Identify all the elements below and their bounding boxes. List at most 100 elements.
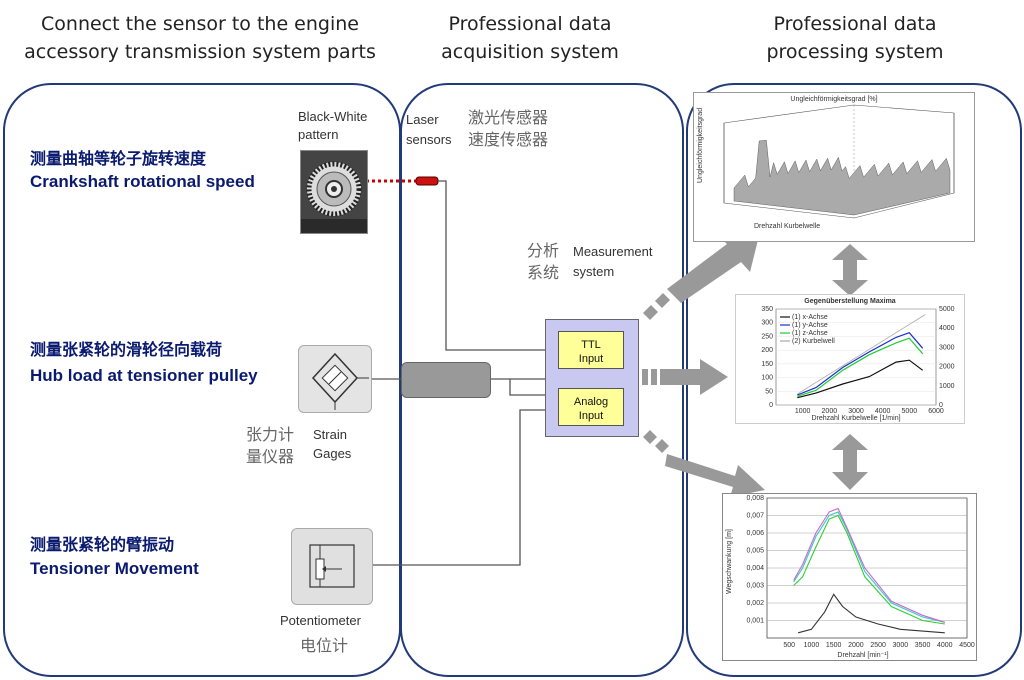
- chart3-xtick: 3000: [893, 642, 909, 649]
- potentiometer-icon: [291, 528, 373, 605]
- potentiometer-en-label: Potentiometer: [280, 613, 361, 628]
- chart2-series-line: [797, 337, 924, 397]
- frequency-chart-svg: 0,0010,0020,0030,0040,0050,0060,0070,008…: [726, 495, 975, 659]
- chart2-ytick: 300: [761, 320, 773, 327]
- laser-en-label: Laser sensors: [406, 110, 452, 150]
- chart2-legend-label: (1) y-Achse: [792, 322, 828, 329]
- chart2-xtick: 3000: [848, 408, 864, 415]
- strain-cn-line1: 张力计: [246, 425, 295, 444]
- analog-line2: Input: [578, 410, 604, 422]
- chart1-ylabel: Ungleichförmigkeitsgrad: [697, 108, 704, 183]
- maxima-chart-svg: Gegenüberstellung Maxima 050100150200250…: [761, 298, 955, 422]
- chart2-y2tick: 3000: [939, 344, 955, 351]
- laser-probe: [415, 176, 439, 186]
- chart3-series-line: [793, 514, 945, 625]
- chart3-series-line: [793, 511, 945, 623]
- chart3-xtick: 1000: [804, 642, 820, 649]
- laser-en-line1: Laser: [406, 112, 439, 127]
- chart2-y2tick: 1000: [939, 383, 955, 390]
- chart2-y2tick: 0: [939, 402, 943, 409]
- strain-en-label: Strain Gages: [313, 425, 351, 463]
- analog-line1: Analog: [573, 396, 609, 408]
- arrow-to-freq-chart: [643, 430, 765, 497]
- bw-pattern-line2: pattern: [298, 127, 339, 142]
- ttl-input-box: TTL Input: [558, 331, 624, 369]
- chart2-xtick: 4000: [875, 408, 891, 415]
- chart3-ytick: 0,004: [746, 565, 764, 572]
- header-middle-line2: acquisition system: [441, 41, 619, 63]
- measurement-cn-line2: 系统: [527, 263, 560, 282]
- chart2-series-line: [797, 331, 924, 396]
- measurement-cn-line1: 分析: [527, 241, 560, 260]
- crankshaft-en-label: Crankshaft rotational speed: [30, 172, 255, 191]
- bw-pattern-line1: Black-White: [298, 109, 368, 124]
- surface-3d-svg: Ungleichförmigkeitsgrad [%] Drehzahl Kur…: [697, 96, 955, 230]
- header-right: Professional data processing system: [690, 10, 1020, 66]
- chart2-legend-label: (1) x-Achse: [792, 314, 828, 321]
- header-middle: Professional data acquisition system: [400, 10, 660, 66]
- chart3-xtick: 2500: [870, 642, 886, 649]
- vertical-arrow-top: [832, 244, 868, 296]
- header-middle-line1: Professional data: [448, 13, 612, 35]
- chart2-ytick: 50: [765, 388, 773, 395]
- bw-pattern-label: Black-White pattern: [298, 108, 367, 144]
- potentiometer-cn-label: 电位计: [300, 636, 349, 655]
- ttl-line1: TTL: [581, 339, 601, 351]
- chart3-xtick: 3500: [915, 642, 931, 649]
- chart2-y2tick: 5000: [939, 306, 955, 313]
- laser-cn-line2: 速度传感器: [468, 130, 549, 149]
- strain-en-line2: Gages: [313, 446, 352, 461]
- potentiometer-cable: [371, 409, 545, 566]
- chart3-series-line: [797, 593, 945, 634]
- measurement-cn-label: 分析 系统: [527, 240, 559, 284]
- chart2-ytick: 0: [769, 402, 773, 409]
- chart2-y2tick: 2000: [939, 364, 955, 371]
- arrow-to-3d-chart: [643, 232, 760, 320]
- wheel-icon: [301, 151, 367, 233]
- header-left-line2: accessory transmission system parts: [24, 41, 376, 63]
- surface-3d-chart: Ungleichförmigkeitsgrad [%] Drehzahl Kur…: [693, 92, 975, 242]
- header-left: Connect the sensor to the engine accesso…: [10, 10, 390, 66]
- chart2-xtick: 6000: [928, 408, 944, 415]
- header-right-line1: Professional data: [773, 13, 937, 35]
- chart3-ytick: 0,008: [746, 495, 764, 502]
- crankshaft-cn-label: 测量曲轴等轮子旋转速度: [30, 149, 207, 168]
- chart3-ytick: 0,001: [746, 618, 764, 625]
- chart1-xlabel: Drehzahl Kurbelwelle: [754, 223, 820, 230]
- chart3-ylabel: Wegschwankung [m]: [726, 529, 733, 594]
- hubload-en-label: Hub load at tensioner pulley: [30, 366, 258, 385]
- chart2-xlabel: Drehzahl Kurbelwelle [1/min]: [811, 415, 900, 422]
- black-white-pattern-image: [300, 150, 368, 234]
- measurement-en-line2: system: [573, 264, 615, 279]
- strain-cn-line2: 量仪器: [246, 447, 295, 466]
- chart2-xtick: 1000: [795, 408, 811, 415]
- arrow-to-line-chart: [642, 359, 728, 395]
- tensioner-cn-label: 测量张紧轮的臂振动: [30, 535, 175, 554]
- chart2-ytick: 150: [761, 361, 773, 368]
- surface-mesh: [733, 140, 951, 216]
- chart3-xtick: 1500: [826, 642, 842, 649]
- tensioner-en-label: Tensioner Movement: [30, 559, 199, 578]
- chart2-title: Gegenüberstellung Maxima: [804, 298, 896, 305]
- chart3-ytick: 0,007: [746, 513, 764, 520]
- chart2-xtick: 2000: [822, 408, 838, 415]
- laser-cn-label: 激光传感器 速度传感器: [468, 107, 548, 151]
- laser-cable: [438, 180, 545, 351]
- laser-cn-line1: 激光传感器: [468, 108, 549, 127]
- analog-input-box: Analog Input: [558, 388, 624, 426]
- strain-en-line1: Strain: [313, 427, 347, 442]
- chart3-xtick: 4000: [937, 642, 953, 649]
- ttl-line2: Input: [578, 353, 604, 365]
- chart2-ytick: 100: [761, 375, 773, 382]
- chart3-ytick: 0,005: [746, 548, 764, 555]
- measurement-en-label: Measurement system: [573, 242, 652, 282]
- chart2-ytick: 250: [761, 333, 773, 340]
- chart2-xtick: 5000: [902, 408, 918, 415]
- chart3-xtick: 500: [783, 642, 795, 649]
- chart2-legend-label: (1) z-Achse: [792, 330, 828, 337]
- chart3-ytick: 0,003: [746, 583, 764, 590]
- amplifier-box: [401, 362, 491, 398]
